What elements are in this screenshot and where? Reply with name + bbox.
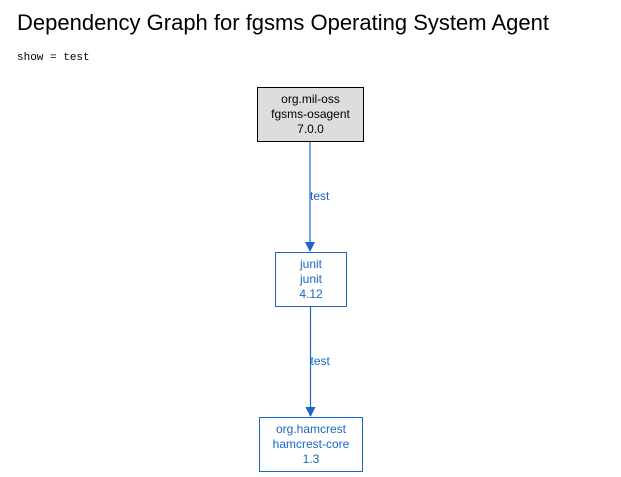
filter-label: show <box>17 52 44 64</box>
node-box <box>275 252 347 307</box>
page-title: Dependency Graph for fgsms Operating Sys… <box>17 10 549 35</box>
edge-scope-label: test <box>311 354 331 368</box>
node-artifact-id: fgsms-osagent <box>271 107 350 121</box>
node-box <box>257 87 364 142</box>
node-version: 4.12 <box>299 287 323 301</box>
node-box <box>259 417 363 472</box>
filter-operator: = <box>50 52 57 64</box>
filter-value: test <box>63 52 90 64</box>
node-group-id: junit <box>299 257 323 271</box>
node-version: 1.3 <box>303 452 320 466</box>
node-version: 7.0.0 <box>297 122 324 136</box>
node-group-id: org.hamcrest <box>276 422 347 436</box>
node-group-id: org.mil-oss <box>281 92 340 106</box>
filter-line: show = test <box>17 52 90 64</box>
node-artifact-id: hamcrest-core <box>273 437 350 451</box>
edge-scope-label: test <box>310 189 330 203</box>
node-artifact-id: junit <box>299 272 323 286</box>
